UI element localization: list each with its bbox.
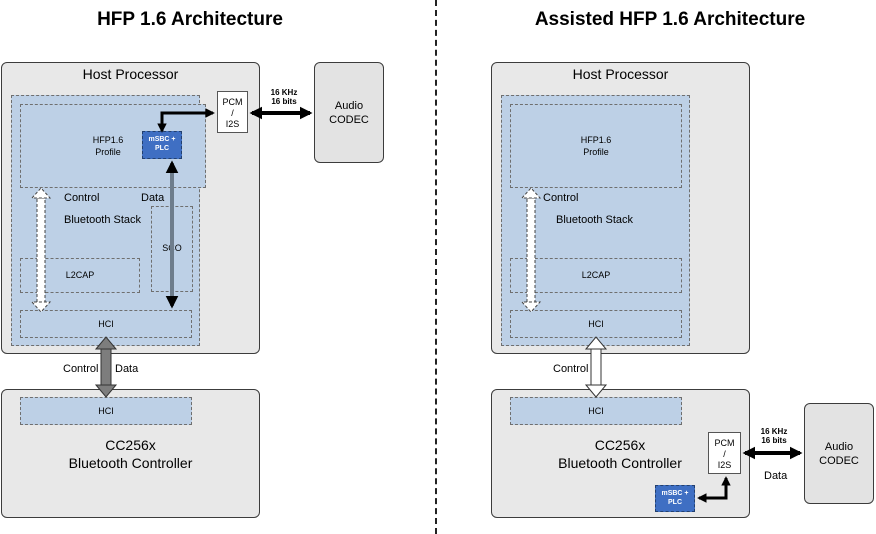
left-controller-label-2: Bluetooth Controller [68, 455, 193, 471]
left-rate-label-2: 16 bits [271, 97, 297, 106]
right-msbc-label-2: PLC [668, 499, 682, 506]
right-pcm-i2s: PCM / I2S [708, 432, 741, 474]
left-bluetooth-stack-label: Bluetooth Stack [64, 214, 142, 226]
left-l2cap-label: L2CAP [65, 270, 95, 280]
left-pcm-label-3: I2S [225, 119, 240, 129]
right-rate-label: 16 KHz 16 bits [752, 427, 796, 445]
left-profile-label-1: HFP1.6 [92, 135, 124, 145]
right-pcm-label-1: PCM [714, 438, 735, 448]
right-profile-label-2: Profile [583, 147, 609, 157]
left-msbc-pcm-arrow [157, 108, 215, 133]
left-control-arrow [30, 187, 52, 313]
left-pcm-label-2: / [231, 108, 234, 118]
left-title: HFP 1.6 Architecture [97, 9, 283, 30]
left-link-control-label: Control [63, 363, 99, 375]
right-hci-box [510, 310, 682, 338]
left-controller-label-1: CC256x [105, 437, 156, 453]
left-rate-label-1: 16 KHz [270, 88, 298, 97]
right-msbc-pcm-arrow [697, 476, 731, 503]
right-link-control-label: Control [553, 363, 589, 375]
left-codec-label-1: Audio [334, 100, 364, 112]
left-link-data-label: Data [115, 363, 139, 375]
right-l2cap-box [510, 258, 682, 293]
left-pcm-i2s: PCM / I2S [217, 91, 248, 133]
left-codec-label-2: CODEC [329, 114, 369, 126]
right-rate-label-1: 16 KHz [760, 427, 788, 436]
right-pcm-label-2: / [723, 449, 726, 459]
right-hci-label: HCI [588, 319, 604, 329]
right-codec-label-1: Audio [824, 441, 854, 453]
right-host-processor-label: Host Processor [572, 66, 669, 82]
right-msbc-label-1: mSBC + [661, 490, 689, 497]
right-controller-label-2: Bluetooth Controller [558, 455, 682, 471]
left-rate-label: 16 KHz 16 bits [262, 88, 306, 106]
left-hci-box [20, 310, 192, 338]
right-data-label: Data [764, 470, 788, 482]
left-host-processor-label: Host Processor [82, 66, 179, 82]
left-controller-hci-label: HCI [98, 406, 114, 416]
center-divider [435, 0, 437, 534]
left-profile-label-2: Profile [95, 147, 121, 157]
right-rate-label-2: 16 bits [761, 436, 787, 445]
right-controller-hci-label: HCI [588, 406, 604, 416]
left-data-label: Data [141, 192, 165, 204]
right-audio-codec: Audio CODEC [804, 403, 874, 504]
right-msbc-plc: mSBC + PLC [655, 485, 695, 512]
right-host-controller-arrow [584, 336, 608, 398]
right-control-arrow [520, 187, 542, 313]
left-host-controller-arrow [94, 336, 118, 398]
right-hfp-profile [510, 104, 682, 188]
left-audio-codec: Audio CODEC [314, 62, 384, 163]
left-msbc-label-2: PLC [155, 145, 169, 152]
right-controller-label-1: CC256x [594, 437, 646, 453]
right-codec-label-2: CODEC [819, 455, 859, 467]
left-msbc-label-1: mSBC + [148, 136, 176, 143]
right-title: Assisted HFP 1.6 Architecture [534, 9, 806, 30]
left-hci-label: HCI [98, 319, 114, 329]
right-profile-label-1: HFP1.6 [580, 135, 612, 145]
left-pcm-label-1: PCM [222, 97, 243, 107]
left-control-label: Control [64, 192, 100, 204]
right-bluetooth-stack-label: Bluetooth Stack [556, 214, 634, 226]
right-l2cap-label: L2CAP [581, 270, 611, 280]
right-control-label: Control [543, 192, 579, 204]
right-pcm-label-3: I2S [717, 460, 732, 470]
